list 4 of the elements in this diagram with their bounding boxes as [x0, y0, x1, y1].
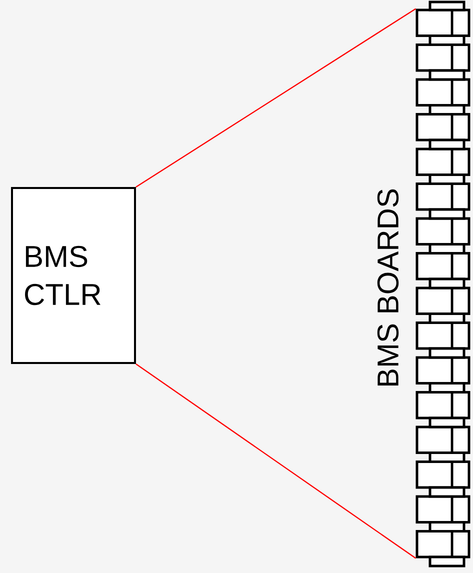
controller-box: BMS CTLR	[11, 187, 136, 364]
rotated-label: BMS BOARDS	[377, 189, 399, 386]
connection-line	[136, 8, 416, 188]
connection-line	[136, 364, 416, 559]
